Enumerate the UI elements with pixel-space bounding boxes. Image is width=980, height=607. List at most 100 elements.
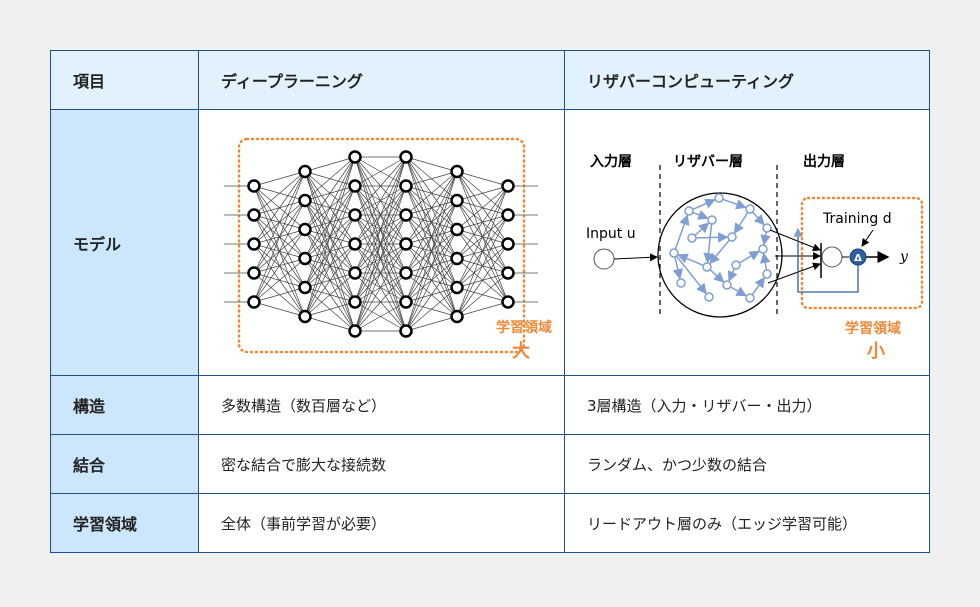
reservoir-edge [727, 268, 738, 282]
connection [354, 243, 407, 332]
connection [405, 316, 458, 332]
header-reservoir: リザバーコンピューティング [564, 50, 930, 110]
neuron-node [501, 295, 515, 309]
neuron-node [450, 164, 464, 179]
connection [354, 156, 407, 216]
reservoir-edge [695, 232, 729, 243]
neuron-node [450, 309, 464, 324]
connection [304, 156, 356, 201]
neuron-node [450, 222, 464, 237]
connection [304, 301, 356, 317]
neuron-node [501, 179, 515, 193]
delta-label: Δ [854, 253, 862, 264]
reservoir-edge [674, 214, 690, 250]
neuron-node [348, 208, 362, 222]
connection [405, 258, 458, 332]
connection [354, 156, 407, 187]
neuron-node [348, 237, 362, 251]
connection [405, 200, 458, 332]
deep-connection: 密な結合で膨大な接続数 [198, 434, 565, 494]
readout-arrow [767, 262, 821, 284]
connection [354, 185, 407, 332]
neuron-node [298, 280, 312, 295]
reservoir-connection: ランダム、かつ少数の結合 [564, 434, 930, 494]
training-label: Training d [822, 211, 892, 227]
connection [354, 301, 407, 332]
connection [405, 171, 458, 332]
learning-area-label: 学習領域 [496, 319, 552, 336]
neuron-node [501, 208, 515, 222]
reservoir-edge [760, 252, 771, 271]
reservoir-svg: 入力層リザバー層出力層Input uΔTraining dy学習領域小 [586, 153, 924, 362]
connection [304, 272, 356, 317]
connection [253, 171, 306, 303]
reservoir-edge [722, 198, 747, 210]
connection [405, 287, 458, 332]
connection [456, 301, 509, 317]
connection [253, 229, 306, 303]
neuron-node [348, 179, 362, 193]
connection [456, 185, 509, 288]
reservoir-edge [709, 239, 731, 265]
row-label-structure: 構造 [49, 375, 200, 435]
neuron-node [298, 222, 312, 237]
reservoir-structure: 3層構造（入力・リザバー・出力） [564, 375, 930, 435]
connection [405, 171, 458, 187]
connection [405, 156, 458, 172]
connection [253, 258, 306, 303]
training-arrow [861, 229, 874, 247]
learning-area-box [237, 137, 526, 354]
reservoir-edge [675, 255, 707, 295]
readout-arrow [769, 229, 821, 252]
connection [304, 185, 356, 317]
neuron-node [399, 179, 413, 193]
learning-area-label: 学習領域 [845, 320, 901, 337]
reservoir-node [762, 223, 772, 233]
connection [456, 185, 509, 259]
connection [354, 272, 407, 332]
connection [304, 316, 356, 332]
output-node [821, 246, 843, 268]
neuron-node [298, 251, 312, 266]
reservoir-node [669, 248, 679, 258]
reservoir-edge [672, 256, 683, 280]
connection [405, 171, 458, 303]
reservoir-node [676, 278, 686, 288]
neuron-node [298, 193, 312, 208]
reservoir-edge [739, 250, 760, 264]
neuron-node [348, 295, 362, 309]
connection [253, 171, 306, 274]
reservoir-node [702, 262, 712, 272]
neuron-node [247, 266, 261, 280]
neuron-node [399, 208, 413, 222]
neuron-node [450, 193, 464, 208]
row-label-model: モデル [49, 109, 200, 376]
connection [253, 301, 306, 317]
connection [354, 214, 407, 332]
connection [304, 156, 356, 230]
connection [304, 156, 356, 172]
reservoir-edge [760, 231, 771, 246]
reservoir-node [758, 244, 768, 254]
deep-learning-diagram: 学習領域大 [198, 109, 565, 376]
neuron-node [399, 150, 413, 164]
connection [456, 214, 509, 317]
reservoir-edge [733, 211, 749, 235]
connection [253, 171, 306, 245]
reservoir-layer-label: リザバー層 [673, 154, 743, 170]
reservoir-edge [692, 198, 716, 211]
connection [253, 287, 306, 303]
connection [304, 156, 356, 288]
connection [253, 171, 306, 216]
comparison-table: 項目 ディープラーニング リザバーコンピューティング モデル 学習領域大 入力層… [49, 50, 930, 553]
connection [456, 272, 509, 317]
reservoir-node [745, 204, 755, 214]
connection [456, 185, 509, 230]
neuron-node [348, 150, 362, 164]
connection [456, 185, 509, 317]
connection [354, 156, 407, 274]
header-item: 項目 [49, 50, 200, 110]
neuron-node [298, 309, 312, 324]
input-node [593, 248, 615, 270]
neuron-node [247, 208, 261, 222]
